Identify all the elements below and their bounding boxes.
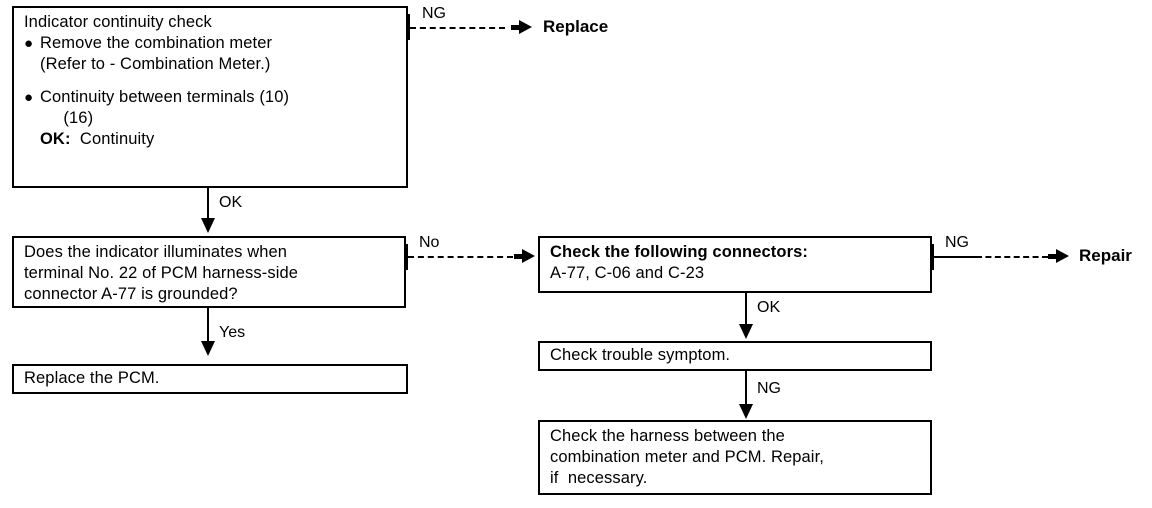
edge-label-ng-top: NG — [422, 5, 446, 22]
node-line: terminal No. 22 of PCM harness-side — [24, 264, 299, 282]
bullet-line: (Refer to - Combination Meter.) — [40, 55, 271, 73]
result-value: Continuity — [79, 130, 155, 148]
edge-ng-top-arrowhead — [519, 20, 532, 34]
edge-no-stub — [406, 244, 408, 270]
edge-label-ng-bottom: NG — [757, 380, 781, 397]
edge-ok-right-arrowhead — [739, 324, 753, 339]
node-line: A-77, C-06 and C-23 — [550, 264, 705, 282]
terminal-replace: Replace — [543, 17, 609, 36]
node-check-connectors: Check the following connectors: A-77, C-… — [538, 236, 932, 293]
terminal-repair: Repair — [1079, 246, 1132, 265]
edge-label-ng-right: NG — [945, 234, 969, 251]
edge-label-yes: Yes — [219, 324, 246, 341]
edge-label-ok-right: OK — [757, 299, 781, 316]
node-replace-pcm: Replace the PCM. — [12, 364, 408, 394]
bullet-item: ● Remove the combination meter (Refer to… — [24, 33, 398, 75]
node-line: Check the harness between the — [550, 427, 785, 445]
edge-yes-line — [207, 308, 209, 346]
node-title: Indicator continuity check — [24, 13, 212, 31]
bullet-line: Continuity between terminals (10) — [40, 88, 290, 106]
edge-ng-right-arrowhead — [1056, 249, 1069, 263]
edge-ok-right-line — [745, 293, 747, 327]
edge-ng-right-stub — [932, 244, 934, 270]
bullet-line: (16) — [40, 109, 94, 127]
spacer — [24, 75, 398, 87]
edge-ng-bottom-arrowhead — [739, 404, 753, 419]
bullet-item: ● Continuity between terminals (10) (16)… — [24, 87, 398, 150]
node-line: combination meter and PCM. Repair, — [550, 448, 824, 466]
edge-ng-right-line-solid — [934, 256, 979, 258]
node-indicator-question: Does the indicator illuminates when term… — [12, 236, 406, 308]
node-check-trouble-symptom: Check trouble symptom. — [538, 341, 932, 371]
edge-no-arrowhead — [522, 249, 535, 263]
edge-label-no: No — [419, 234, 440, 251]
bullet-dot-icon: ● — [24, 35, 34, 52]
node-line: if necessary. — [550, 469, 648, 487]
edge-ng-top-line — [410, 27, 505, 29]
node-line: Replace the PCM. — [24, 369, 160, 387]
node-heading: Check the following connectors: — [550, 243, 808, 261]
edge-ok-left-arrowhead — [201, 218, 215, 233]
node-check-harness: Check the harness between the combinatio… — [538, 420, 932, 495]
node-line: connector A-77 is grounded? — [24, 285, 238, 303]
node-indicator-continuity-check: Indicator continuity check ● Remove the … — [12, 6, 408, 188]
edge-ok-left-line — [207, 188, 209, 222]
edge-ng-top-stub — [408, 14, 410, 40]
edge-ng-bottom-line — [745, 371, 747, 409]
edge-no-line — [408, 256, 513, 258]
edge-ng-top-arrow-tail — [511, 25, 521, 30]
edge-label-ok-left: OK — [219, 194, 243, 211]
edge-ng-right-arrow-tail — [1048, 254, 1058, 259]
bullet-dot-icon: ● — [24, 89, 34, 106]
edge-yes-arrowhead — [201, 341, 215, 356]
node-line: Check trouble symptom. — [550, 346, 731, 364]
node-line: Does the indicator illuminates when — [24, 243, 288, 261]
bullet-line: Remove the combination meter — [40, 34, 273, 52]
result-line: OK: Continuity — [40, 129, 398, 150]
edge-ng-right-line — [976, 256, 1048, 258]
edge-no-arrow-tail — [514, 254, 524, 259]
result-label: OK: — [40, 130, 71, 148]
